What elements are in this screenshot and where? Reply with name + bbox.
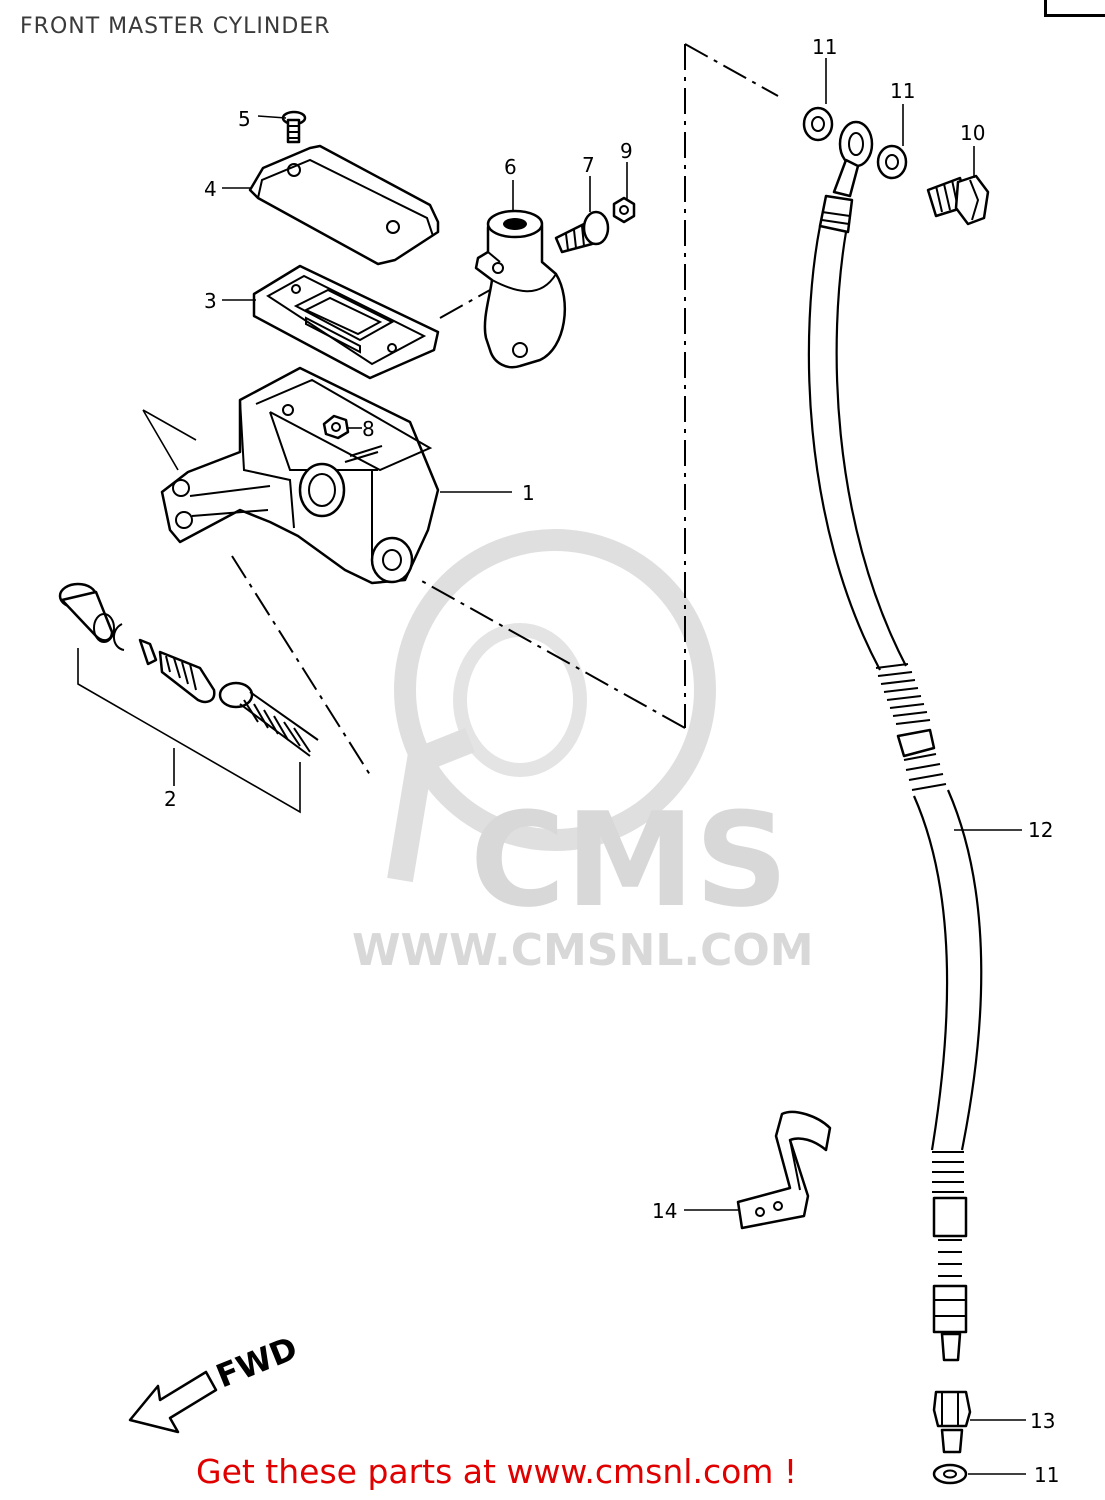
reservoir-cover-part-4 <box>248 144 440 266</box>
watermark-url-text: WWW.CMSNL.COM <box>352 925 814 976</box>
callout-8: 8 <box>362 417 375 441</box>
washer-part-11-top <box>802 106 834 142</box>
callout-7: 7 <box>582 153 595 177</box>
screw-part-5 <box>281 110 307 144</box>
bolt-part-7 <box>554 210 610 254</box>
callout-12: 12 <box>1028 818 1053 842</box>
callout-10: 10 <box>960 121 985 145</box>
piston-kit-part-2 <box>58 582 319 814</box>
forward-arrow-icon <box>128 1370 218 1434</box>
alignment-line-piston <box>231 555 373 779</box>
alignment-line-clamp <box>439 289 491 319</box>
fitting-part-13 <box>932 1390 972 1454</box>
callout-11-top: 11 <box>812 35 837 59</box>
master-cylinder-body-part-1 <box>160 366 440 585</box>
watermark-logo-text: CMS <box>470 784 788 936</box>
callout-14: 14 <box>652 1199 677 1223</box>
alignment-line-body <box>419 579 686 729</box>
washer-part-11-bottom <box>932 1463 968 1485</box>
hose-bracket-part-14 <box>736 1110 832 1230</box>
washer-part-11-middle <box>876 144 908 180</box>
leader-5 <box>257 115 287 119</box>
mount-pointer <box>142 409 197 471</box>
callout-6: 6 <box>504 155 517 179</box>
callout-4: 4 <box>204 177 217 201</box>
cms-watermark: CMS WWW.CMSNL.COM <box>352 529 814 976</box>
banjo-bolt-part-10 <box>926 174 990 226</box>
fwd-label: FWD <box>211 1329 303 1396</box>
callout-11-bottom: 11 <box>1034 1463 1059 1487</box>
callout-11-middle: 11 <box>890 79 915 103</box>
callout-5: 5 <box>238 107 251 131</box>
callout-2: 2 <box>164 787 177 811</box>
frame-corner <box>1044 0 1105 17</box>
callout-3: 3 <box>204 289 217 313</box>
handlebar-clamp-part-6 <box>474 209 567 369</box>
alignment-line-top <box>684 43 779 97</box>
callout-13: 13 <box>1030 1409 1055 1433</box>
nut-part-9 <box>612 196 636 224</box>
nut-part-8 <box>322 414 350 440</box>
promo-link-text[interactable]: Get these parts at www.cmsnl.com ! <box>196 1452 798 1491</box>
diaphragm-part-3 <box>252 264 440 380</box>
callout-9: 9 <box>620 139 633 163</box>
brake-hose-part-12 <box>807 120 983 1362</box>
callout-1: 1 <box>522 481 535 505</box>
diagram-title: FRONT MASTER CYLINDER <box>20 14 331 39</box>
